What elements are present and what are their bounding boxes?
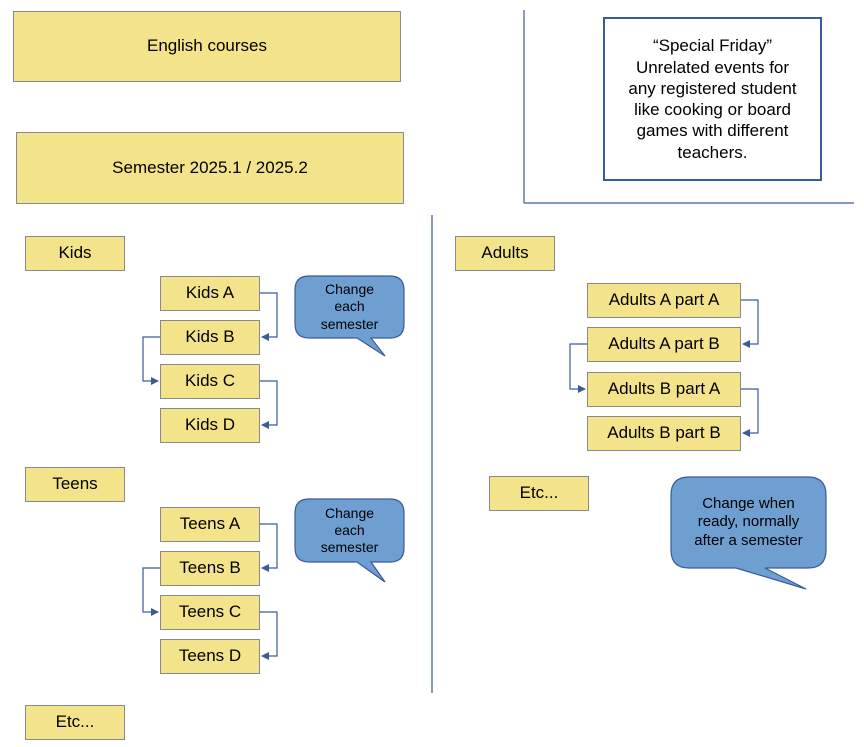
teens-bubble-text: Change each semester (320, 504, 379, 556)
connector-teens-b-c (142, 567, 160, 616)
kids-level-a: Kids A (160, 276, 260, 311)
kids-bubble-text: Change each semester (320, 281, 379, 332)
semester-box: Semester 2025.1 / 2025.2 (16, 132, 404, 204)
kids-level-c: Kids C (160, 364, 260, 399)
adults-etc-box: Etc... (489, 476, 589, 511)
speech-bubble-adults (670, 476, 827, 590)
teens-label: Teens (25, 467, 125, 502)
connector-kids-a-b (260, 292, 278, 341)
connector-adults-aa-ab (741, 299, 759, 348)
connector-adults-ab-ba (569, 343, 587, 393)
connector-teens-c-d (260, 611, 278, 660)
connector-adults-ba-bb (741, 388, 759, 437)
connector-teens-a-b (260, 523, 278, 572)
connector-kids-c-d (260, 380, 278, 429)
adults-level-b-part-a: Adults B part A (587, 372, 741, 407)
teens-level-c: Teens C (160, 595, 260, 630)
teens-level-b: Teens B (160, 551, 260, 586)
connector-kids-b-c (142, 336, 160, 385)
kids-label: Kids (25, 236, 125, 271)
title-box: English courses (13, 11, 401, 82)
special-friday-note: “Special Friday” Unrelated events for an… (603, 17, 822, 181)
left-etc-box: Etc... (25, 705, 125, 740)
adults-bubble-text: Change when ready, normally after a seme… (694, 495, 803, 549)
speech-bubble-teens (294, 498, 405, 583)
adults-label: Adults (455, 236, 555, 271)
adults-level-a-part-a: Adults A part A (587, 283, 741, 318)
adults-level-a-part-b: Adults A part B (587, 327, 741, 362)
adults-level-b-part-b: Adults B part B (587, 416, 741, 451)
teens-level-a: Teens A (160, 507, 260, 542)
kids-level-d: Kids D (160, 408, 260, 443)
teens-level-d: Teens D (160, 639, 260, 674)
kids-level-b: Kids B (160, 320, 260, 355)
speech-bubble-kids (294, 275, 405, 357)
